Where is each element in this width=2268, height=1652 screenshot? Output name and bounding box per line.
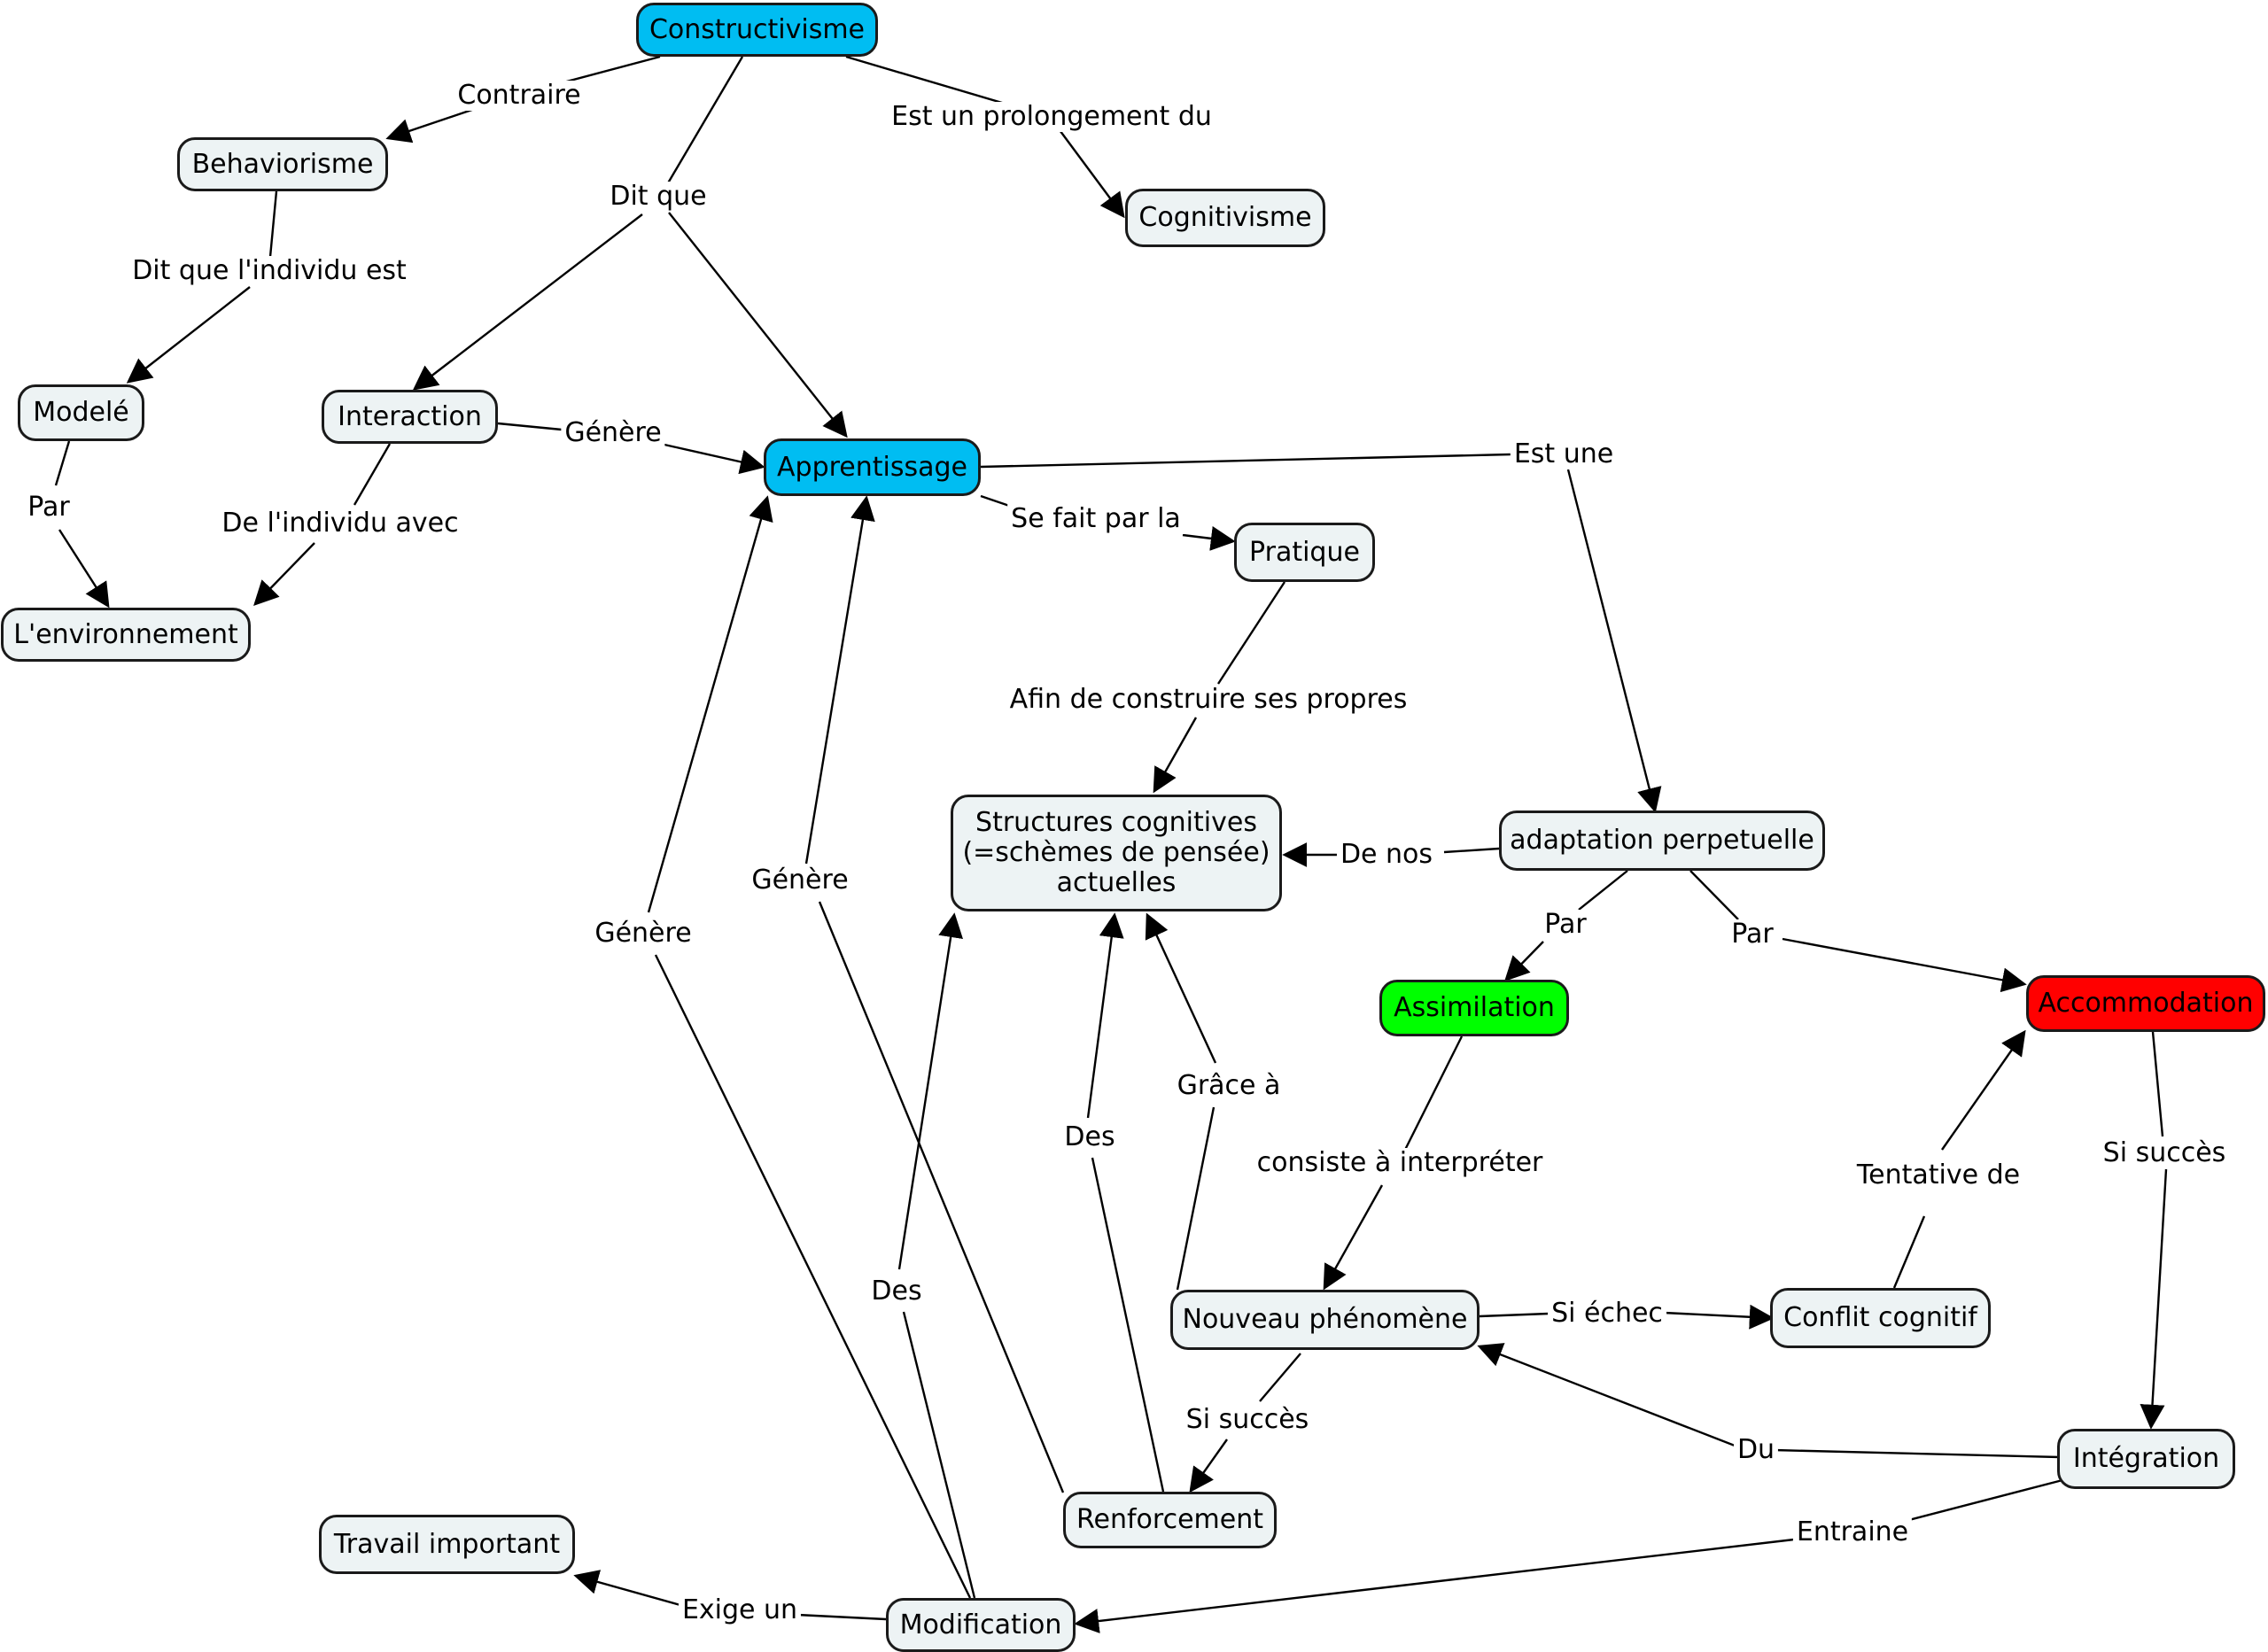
link-label-si-succes-accommodation: Si succès [2099, 1138, 2230, 1168]
link-label-des-modification: Des [867, 1276, 926, 1307]
node-cognitivisme[interactable]: Cognitivisme [1125, 189, 1325, 247]
link-label-dit-que: Dit que [606, 182, 711, 212]
link-line-modification-genere1 [654, 954, 972, 1599]
link-line-siechec-conflit [1663, 1304, 1775, 1330]
node-constructivisme[interactable]: Constructivisme [636, 3, 878, 57]
link-line-genere1-apprentissage [647, 495, 773, 913]
link-line-nouveau-grace [1176, 1106, 1216, 1291]
link-line-ditque-interaction [412, 213, 643, 391]
link-label-est-une: Est une [1510, 439, 1618, 469]
node-conflit-cognitif[interactable]: Conflit cognitif [1770, 1288, 1991, 1348]
link-line-apprentissage-estune [980, 453, 1511, 469]
link-line-sisucces-integration [2140, 1168, 2168, 1430]
link-line-individu-environnement [253, 542, 315, 607]
link-line-genere-apprentissage [664, 443, 765, 475]
link-label-genere-interaction: Génère [561, 418, 665, 448]
link-line-ditque-modele [126, 286, 251, 384]
node-travail-important[interactable]: Travail important [319, 1515, 575, 1574]
link-line-par1-assimilation [1504, 941, 1544, 982]
link-line-par2-accommodation [1782, 937, 2027, 993]
link-line-modification-exige [796, 1613, 887, 1621]
link-line-integration-du [1773, 1448, 2061, 1459]
link-line-constructivisme-ditque [658, 56, 744, 198]
link-line-prolongement-cognitivisme [1049, 116, 1125, 219]
link-line-pratique-afin [1216, 581, 1286, 685]
link-line-estune-adaptation [1566, 469, 1662, 813]
link-label-de-nos: De nos [1336, 840, 1437, 870]
node-nouveau-phenomene[interactable]: Nouveau phénomène [1170, 1290, 1480, 1350]
node-modele[interactable]: Modelé [18, 384, 144, 441]
link-line-conflit-tentative [1892, 1215, 1926, 1289]
link-line-ditque-apprentissage [668, 212, 848, 438]
link-line-par-environnement [58, 529, 110, 609]
link-label-grace-a: Grâce à [1173, 1071, 1285, 1101]
link-label-par-accommodation: Par [1728, 919, 1777, 950]
link-line-interaction-genere [497, 422, 563, 431]
link-line-nouveau-sisucces [1259, 1353, 1301, 1402]
link-line-genere2-apprentissage [804, 495, 875, 865]
link-line-tentative-accommodation [1941, 1029, 2026, 1151]
node-integration[interactable]: Intégration [2057, 1429, 2235, 1489]
link-label-du: Du [1733, 1435, 1779, 1465]
node-renforcement[interactable]: Renforcement [1063, 1492, 1277, 1548]
node-modification[interactable]: Modification [886, 1598, 1076, 1652]
link-label-individu-avec: De l'individu avec [218, 508, 462, 539]
link-line-des-structures [1086, 912, 1124, 1119]
link-line-integration-entraine [1901, 1478, 2063, 1524]
link-label-exige: Exige un [678, 1595, 802, 1625]
link-label-par-modele: Par [24, 492, 74, 523]
link-line-afin-structures [1153, 717, 1198, 794]
link-line-grace-structures [1145, 912, 1217, 1064]
node-pratique[interactable]: Pratique [1234, 523, 1375, 582]
link-label-se-fait-par: Se fait par la [1007, 504, 1184, 534]
link-line-modele-par [54, 440, 71, 486]
node-interaction[interactable]: Interaction [322, 390, 498, 444]
link-label-par-assimilation: Par [1541, 910, 1590, 940]
link-line-adaptation-par1 [1578, 870, 1628, 911]
link-label-afin-de: Afin de construire ses propres [1006, 685, 1411, 715]
link-line-consiste-nouveau [1323, 1184, 1384, 1291]
link-label-si-succes-nouveau: Si succès [1182, 1405, 1313, 1435]
node-assimilation[interactable]: Assimilation [1379, 980, 1569, 1036]
link-line-behaviorisme-ditque [268, 190, 278, 258]
link-line-entraine-modification [1074, 1538, 1795, 1633]
link-label-si-echec: Si échec [1548, 1299, 1666, 1329]
link-line-des-structures2 [897, 912, 963, 1270]
link-line-renforcement-des [1091, 1157, 1165, 1493]
node-environnement[interactable]: L'environnement [1, 608, 251, 662]
link-line-renforcement-genere2 [818, 901, 1065, 1493]
link-label-dit-que-individu: Dit que l'individu est [128, 256, 410, 286]
link-line-sefait-pratique [1182, 526, 1236, 551]
link-line-modification-des [902, 1311, 976, 1599]
link-label-des-renforcement: Des [1060, 1122, 1119, 1152]
link-label-genere-renforcement: Génère [748, 865, 852, 896]
link-line-du-nouveau [1477, 1343, 1736, 1447]
link-line-assimilation-consiste [1402, 1035, 1464, 1152]
link-line-accommodation-sisucces [2151, 1031, 2164, 1137]
node-behaviorisme[interactable]: Behaviorisme [177, 137, 388, 191]
link-line-nouveau-siechec [1479, 1312, 1550, 1318]
link-line-adaptation-denos [1443, 847, 1500, 854]
link-label-consiste: consiste à interpréter [1253, 1148, 1547, 1178]
link-line-adaptation-par2 [1689, 870, 1739, 920]
link-line-interaction-individu [353, 443, 392, 506]
link-label-contraire: Contraire [454, 81, 585, 111]
node-structures[interactable]: Structures cognitives (=schèmes de pensé… [951, 795, 1282, 911]
node-adaptation[interactable]: adaptation perpetuelle [1499, 810, 1825, 871]
link-label-prolongement: Est un prolongement du [888, 102, 1216, 132]
node-apprentissage[interactable]: Apprentissage [764, 438, 981, 496]
link-label-tentative: Tentative de [1852, 1160, 2024, 1191]
link-label-genere-modification: Génère [591, 919, 695, 949]
link-line-exige-travail [573, 1570, 681, 1607]
link-line-sisucces-renforcement [1189, 1439, 1228, 1493]
link-label-entraine: Entraine [1792, 1517, 1913, 1547]
node-accommodation[interactable]: Accommodation [2026, 975, 2265, 1032]
